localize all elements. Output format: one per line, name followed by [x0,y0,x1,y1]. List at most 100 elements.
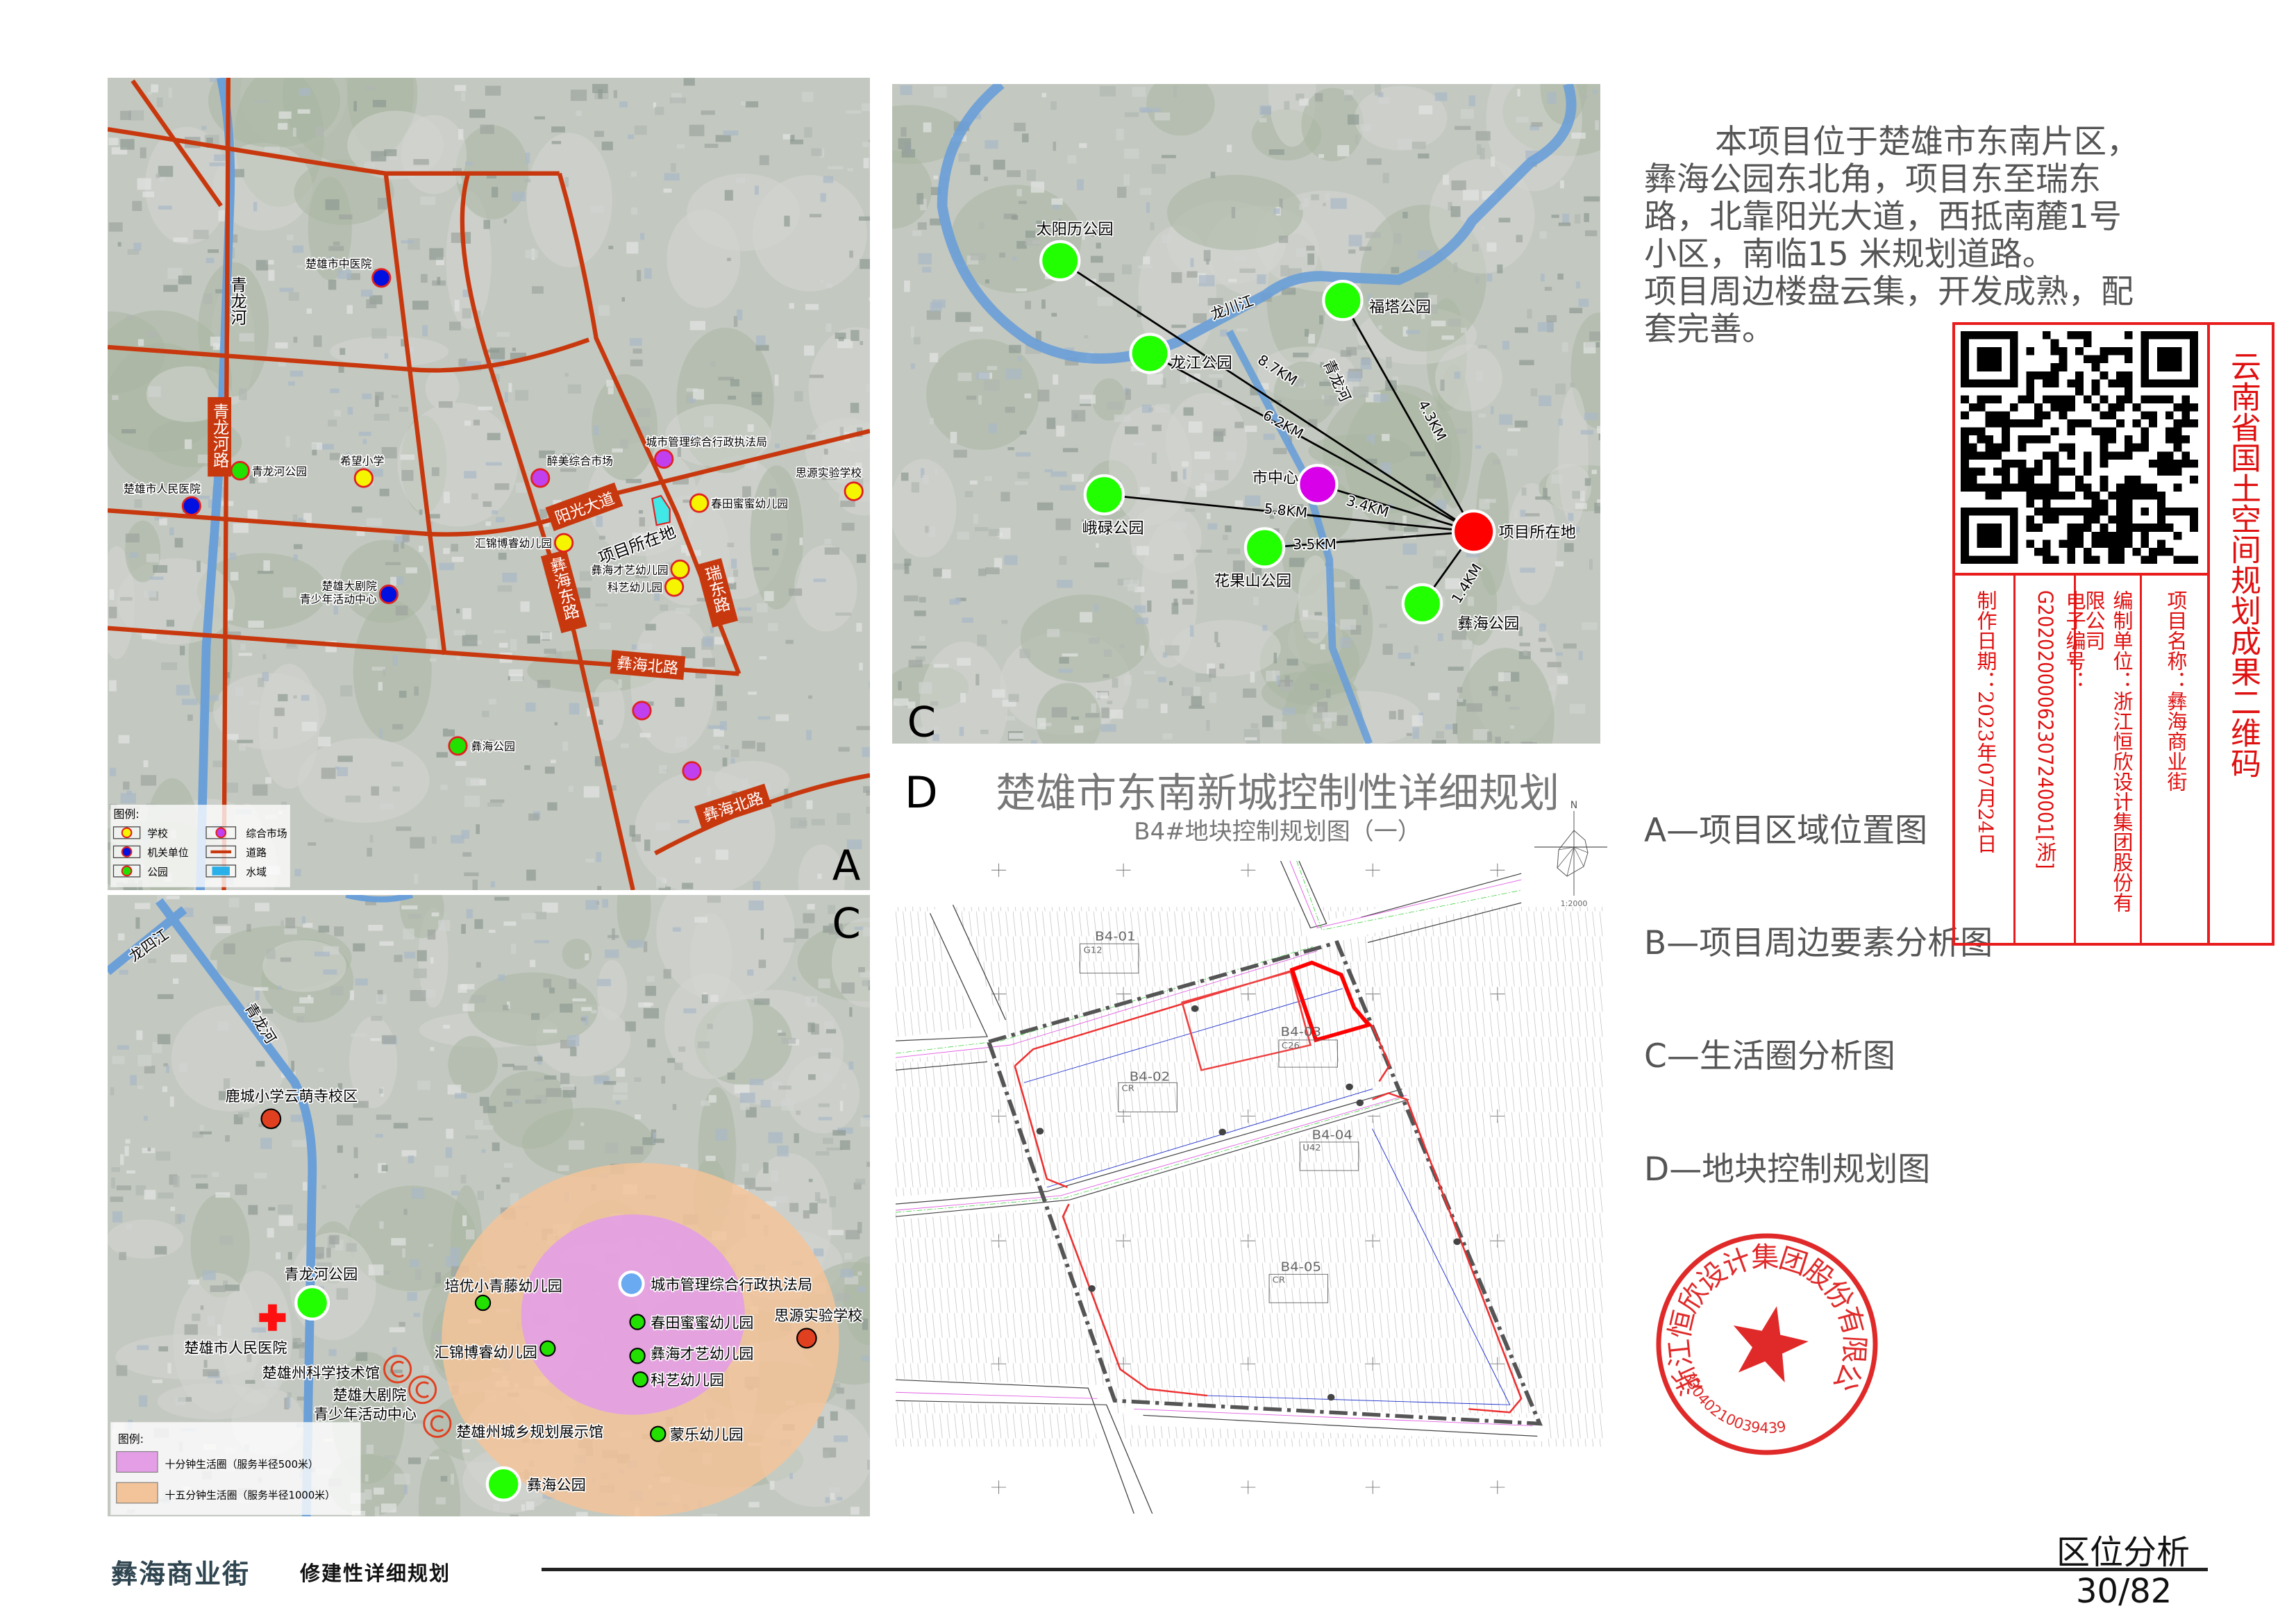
roads [896,861,1548,1514]
project-site-marker [1451,509,1496,554]
company-seal: 浙江恒欣设计集团股份有限公司 33040210039439 [1649,1226,1878,1455]
divider [2013,574,2016,946]
svg-text:浙江恒欣设计集团股份有限公司: 浙江恒欣设计集团股份有限公司 [1649,1226,1870,1400]
svg-text:项目所在地: 项目所在地 [1499,524,1576,542]
map-c-life-circle: 龙四江 青龙河 鹿城小学云萌寺校区 青龙河公园 楚雄市人民医院 培优小青藤幼儿园… [108,895,870,1516]
divider [2207,322,2210,946]
index-item-b: B—项目周边要素分析图 [1644,924,1993,962]
satellite-imagery [892,84,1600,744]
market-marker [654,449,674,469]
reference-parcel [1181,971,1312,1071]
qr-panel-title: 云南省国土空间规划成果二维码 [2225,351,2261,778]
north-arrow-compass: N 1:2000 [1534,800,1607,908]
svg-text:U42: U42 [1302,1143,1321,1153]
svg-text:彝海才艺幼儿园: 彝海才艺幼儿园 [651,1345,753,1362]
poi-label: 思源实验学校 [796,466,862,479]
agency-marker [618,1270,645,1297]
seal-company-name: 浙江恒欣设计集团股份有限公司 [1649,1226,1870,1400]
svg-text:蒙乐幼儿园: 蒙乐幼儿园 [670,1426,744,1443]
svg-text:福塔公园: 福塔公园 [1369,299,1431,317]
city-center-marker [1297,464,1339,505]
poi-label: 楚雄大剧院 [322,580,378,593]
poi-label: 青龙河公园 [252,464,307,478]
poi-label: 楚雄市人民医院 [124,483,201,496]
map-legend: 图例: 十分钟生活圈（服务半径500米） 十五分钟生活圈（服务半径1000米） [110,1422,361,1515]
place-labels: 太阳历公园 龙江公园 福塔公园 峨碌公园 花果山公园 彝海公园 市中心 项目所在… [1035,219,1577,635]
svg-text:图例:: 图例: [118,1432,144,1446]
description-line: 项目周边楼盘云集，开发成熟，配 [1644,273,2134,311]
parcel-outline [1014,969,1523,1414]
svg-text:楚雄大剧院: 楚雄大剧院 [333,1386,406,1403]
svg-text:B4-02: B4-02 [1130,1069,1171,1084]
agency-marker [378,584,399,605]
poi-label: 春田蜜蜜幼儿园 [711,497,788,510]
scale-label: 1:2000 [1561,899,1588,908]
index-item-a: A—项目区域位置图 [1644,812,1928,850]
poi-label: 彝海公园 [471,740,516,753]
svg-text:思源实验学校: 思源实验学校 [774,1307,862,1324]
svg-text:彝海公园: 彝海公园 [1457,615,1519,633]
market-marker [530,468,551,488]
legend-water-icon [212,867,230,876]
poi-labels: 鹿城小学云萌寺校区 青龙河公园 楚雄市人民医院 培优小青藤幼儿园 城市管理综合行… [183,1086,864,1494]
panel-letter: D [905,767,938,818]
poi-label: 科艺幼儿园 [607,581,662,594]
project-site-parcel [651,494,671,526]
hospital-cross-icon [259,1304,286,1331]
divider [1952,573,2209,576]
svg-text:春田蜜蜜幼儿园: 春田蜜蜜幼儿园 [651,1314,753,1332]
description-line: 小区，南临15 米规划道路。 [1644,235,2055,274]
poi-label: 汇锦博睿幼儿园 [475,537,552,550]
seal-star-icon [1733,1306,1809,1382]
park-markers [1039,240,1443,625]
park-marker [448,736,468,756]
description-line: 彝海公园东北角，项目东至瑞东 [1644,160,2101,199]
school-marker [554,533,574,553]
svg-text:C26: C26 [1282,1041,1300,1050]
svg-text:学校: 学校 [147,828,168,840]
map-a-location: 青龙河 青龙河路 阳光大道 彝海东路 瑞东路 彝海北路 彝海北路 项目所在地 [108,78,870,890]
qr-compiler: 编制单位：浙江恒欣设计集团股份有限公司 [2082,590,2134,912]
svg-text:青少年活动中心: 青少年活动中心 [314,1405,417,1423]
school-marker [844,481,864,501]
description-line: 套完善。 [1644,310,1775,349]
footer-rule [542,1568,2208,1571]
market-marker [682,761,702,781]
map-b-surroundings: 龙川江 青龙河 8.7KM 6.2KM 4.3KM 3.4KM 5.8KM 3.… [892,84,1600,744]
legend-school-icon [121,827,133,839]
agency-marker [181,496,201,516]
svg-text:G12: G12 [1084,945,1103,955]
qr-info-panel [1952,322,2274,946]
planning-boundary [986,940,1543,1426]
poi-label: 青少年活动中心 [300,593,377,606]
qr-electronic-code: 电子编号：G20202000062307240001[浙] [2034,590,2086,869]
qr-code[interactable] [1961,331,2198,564]
legend-agency-icon [121,846,133,857]
map-legend: 图例: 学校 机关单位 公园 综合市场 道路 水域 [110,805,290,887]
description-line: 本项目位于楚雄市东南片区， [1715,123,2139,161]
svg-text:鹿城小学云萌寺校区: 鹿城小学云萌寺校区 [226,1087,358,1105]
block-index-tables [1079,943,1359,1303]
park-marker [230,460,250,481]
svg-text:汇锦博睿幼儿园: 汇锦博睿幼儿园 [435,1343,537,1361]
svg-text:B4-04: B4-04 [1312,1128,1352,1142]
distance-lines [1059,260,1475,605]
survey-points [1036,1005,1461,1401]
svg-text:龙江公园: 龙江公园 [1171,354,1232,372]
road-label-ruidong: 瑞东路 [696,558,739,628]
park-markers [294,1285,521,1502]
svg-text:青龙河公园: 青龙河公园 [284,1266,358,1283]
svg-text:水域: 水域 [246,867,267,878]
index-item-c: C—生活圈分析图 [1644,1037,1895,1075]
index-item-d: D—地块控制规划图 [1644,1150,1931,1189]
poi-label: 彝海才艺幼儿园 [591,563,668,576]
svg-text:太阳历公园: 太阳历公园 [1036,220,1113,238]
river-label: 青龙河 [228,276,247,325]
school-marker [664,577,685,597]
svg-text:B4-01: B4-01 [1095,929,1136,944]
control-plan-drawing: B4-01 B4-02 B4-03 B4-04 B4-05 G12 CR C26… [896,861,1604,1514]
svg-text:青龙河路: 青龙河路 [210,403,230,468]
svg-text:综合市场: 综合市场 [246,828,287,840]
legend-park-icon [121,865,133,877]
footer-doc-type: 修建性详细规划 [300,1562,451,1585]
